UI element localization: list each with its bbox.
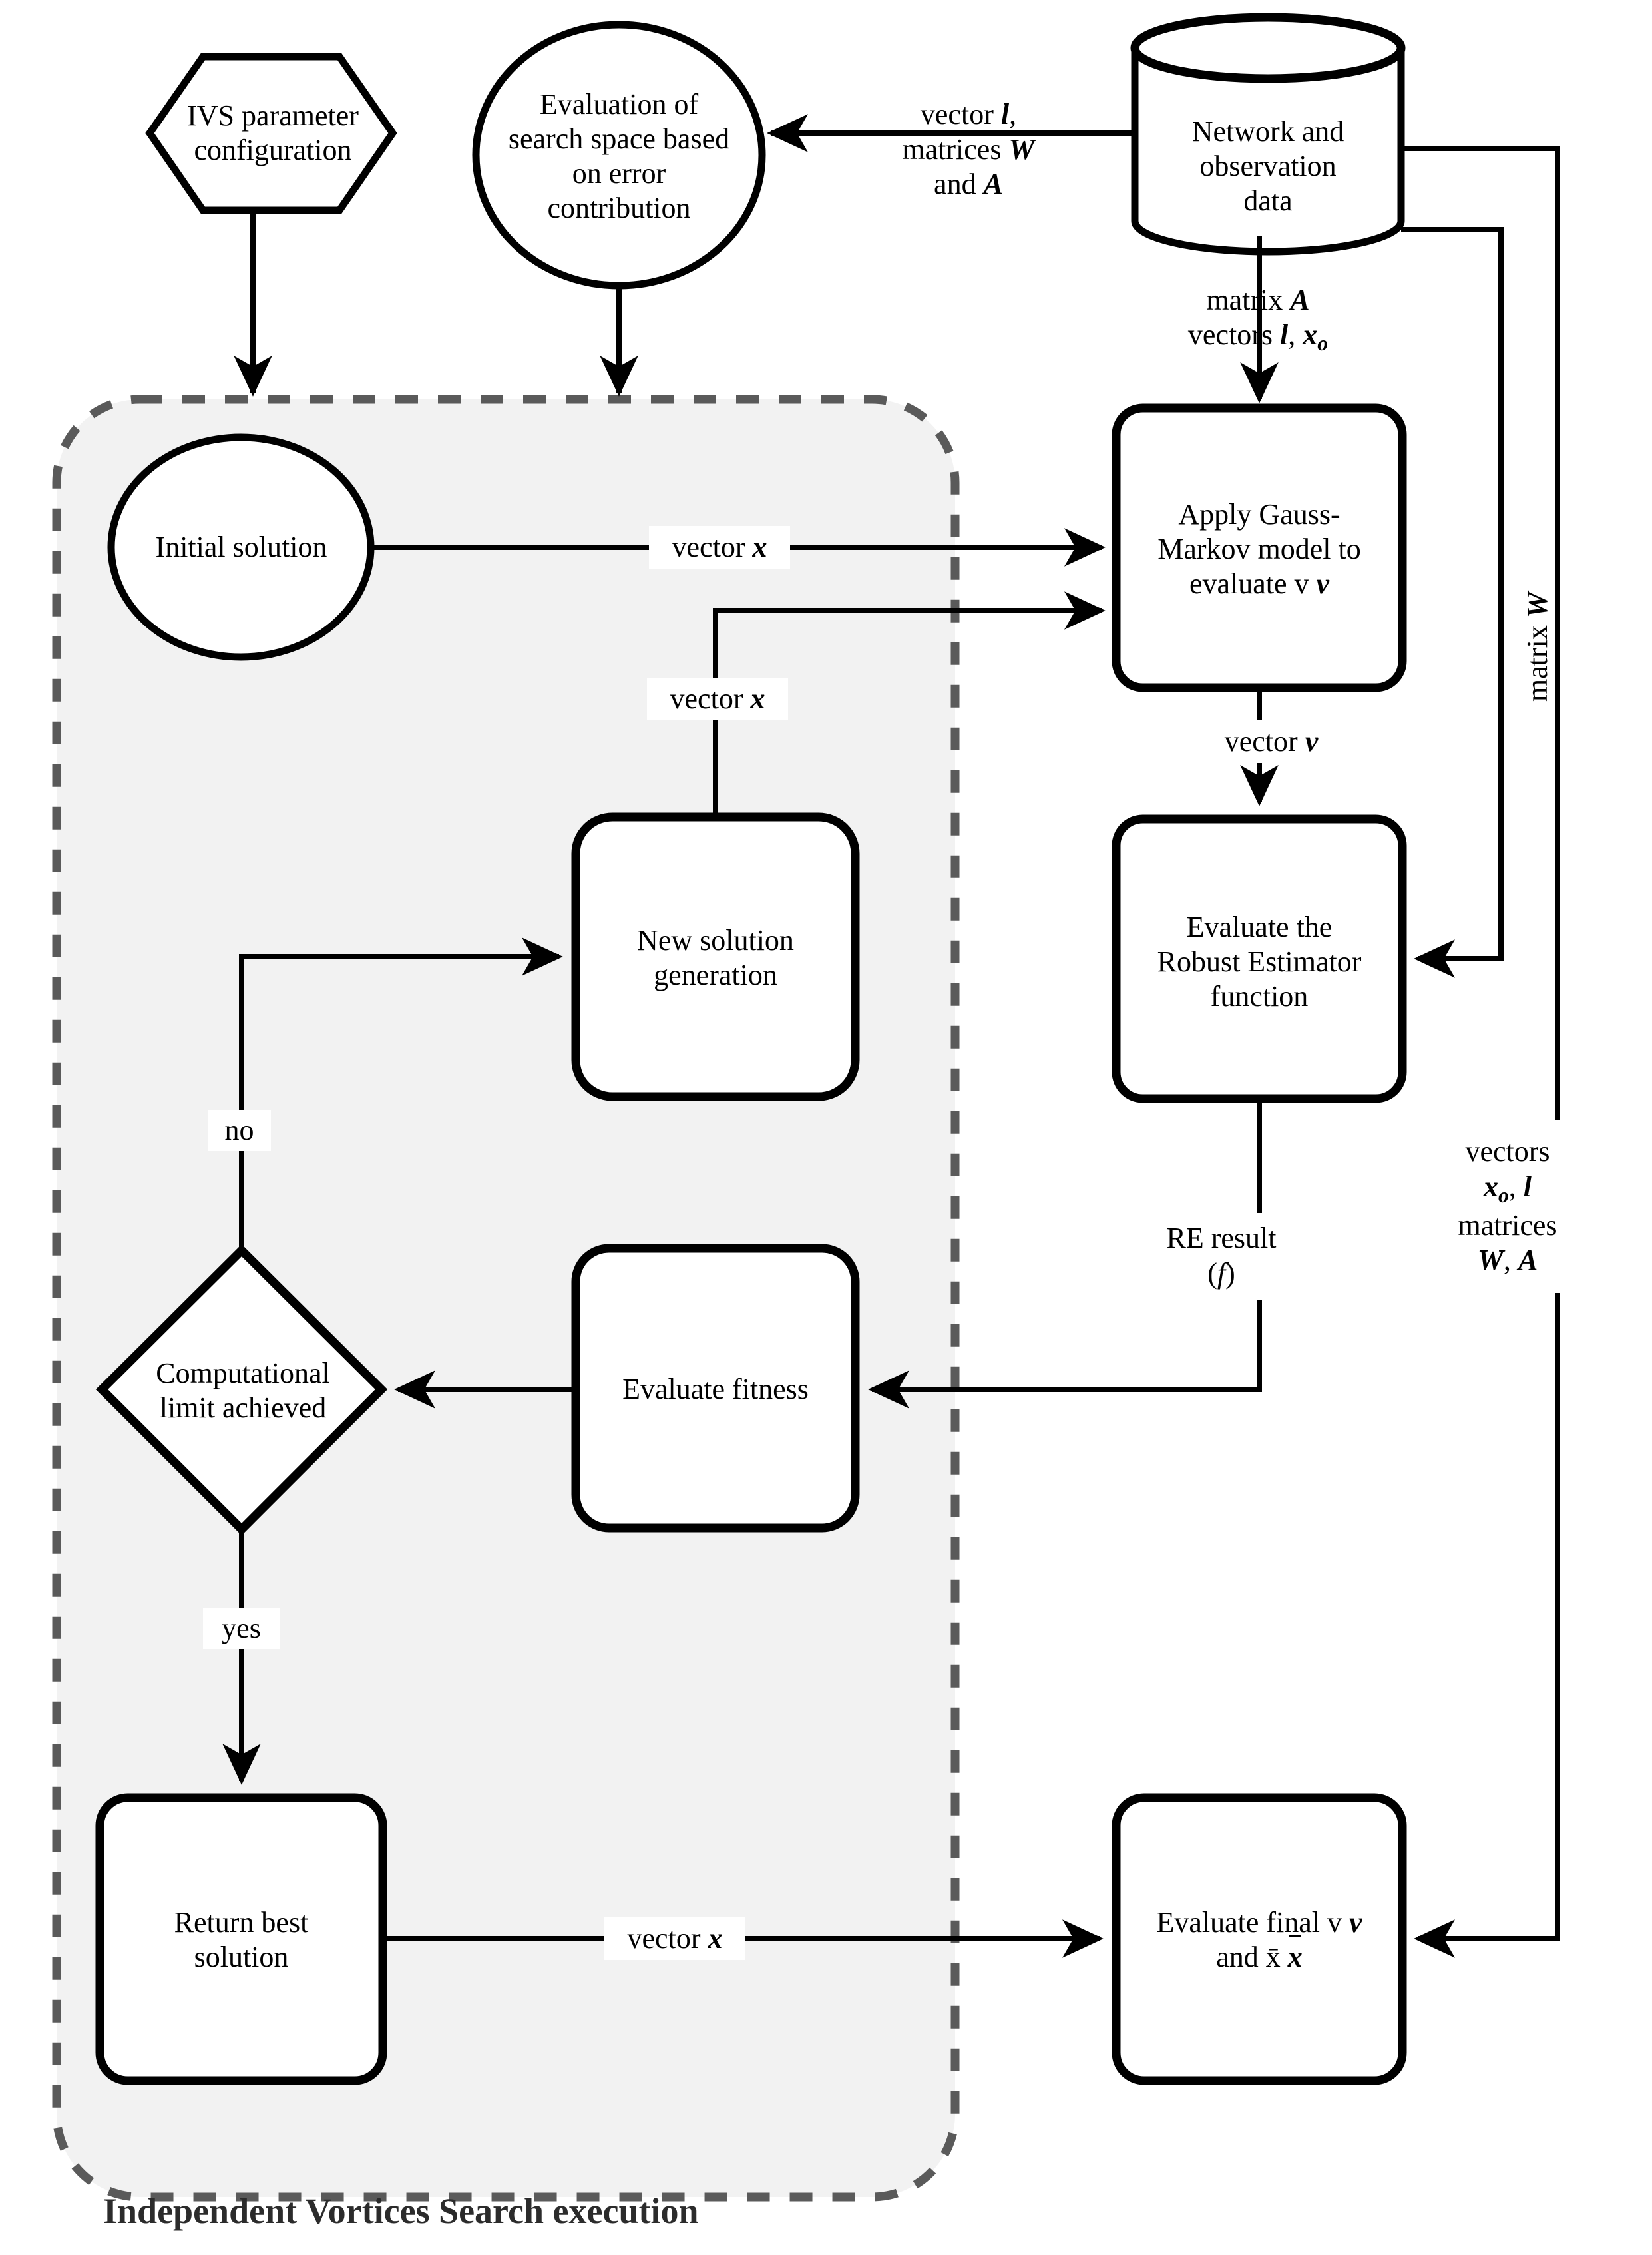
evaluate-robust-estimator-function-shape[interactable] — [1112, 814, 1407, 1103]
edge-data-to-robust-estimator — [1401, 227, 1504, 978]
return-best-solution-shape[interactable] — [95, 1793, 387, 2085]
initial-solution-shape[interactable] — [107, 433, 375, 661]
evaluation-of-search-space-shape[interactable] — [472, 21, 766, 290]
edge-label-vector-v: vector v — [1191, 720, 1351, 763]
edge-label-matrix-a-vectors-l-xo: matrix A vectors l, xo — [1187, 283, 1329, 356]
evaluate-fitness-shape[interactable] — [571, 1244, 860, 1533]
edge-label-branch-yes: yes — [203, 1608, 280, 1649]
network-and-observation-data-shape[interactable] — [1130, 13, 1406, 256]
new-solution-generation-shape[interactable] — [571, 812, 860, 1101]
edge-data-to-evaluate-final — [1401, 146, 1560, 1958]
edge-label-matrix-w: matrix W — [1519, 588, 1555, 706]
edge-label-re-result-f: RE result (f) — [1132, 1213, 1311, 1300]
edge-label-vector-l-matrices-w-and-a: vector l, matrices W and A — [902, 97, 1035, 201]
edge-label-vector-x-initial: vector x — [649, 526, 790, 569]
edge-new-solution-to-gauss-markov — [713, 591, 1106, 817]
diagram-caption: Independent Vortices Search execution — [103, 2191, 699, 2231]
edge-label-vector-x-return-best: vector x — [604, 1917, 745, 1960]
edge-label-vector-x-new-solution: vector x — [647, 678, 788, 720]
edge-label-vectors-xo-l-matrices-w-a: vectors xo, l matrices W, A — [1411, 1120, 1604, 1293]
evaluate-final-v-and-xbar-shape[interactable] — [1112, 1793, 1407, 2085]
edge-label-branch-no: no — [208, 1110, 271, 1151]
edge-robust-estimator-to-evaluate-fitness — [868, 1099, 1262, 1409]
edge-decision-no-to-new-solution — [239, 937, 563, 1250]
apply-gauss-markov-model-shape[interactable] — [1112, 403, 1407, 692]
ivs-parameter-configuration-shape[interactable] — [145, 53, 397, 214]
